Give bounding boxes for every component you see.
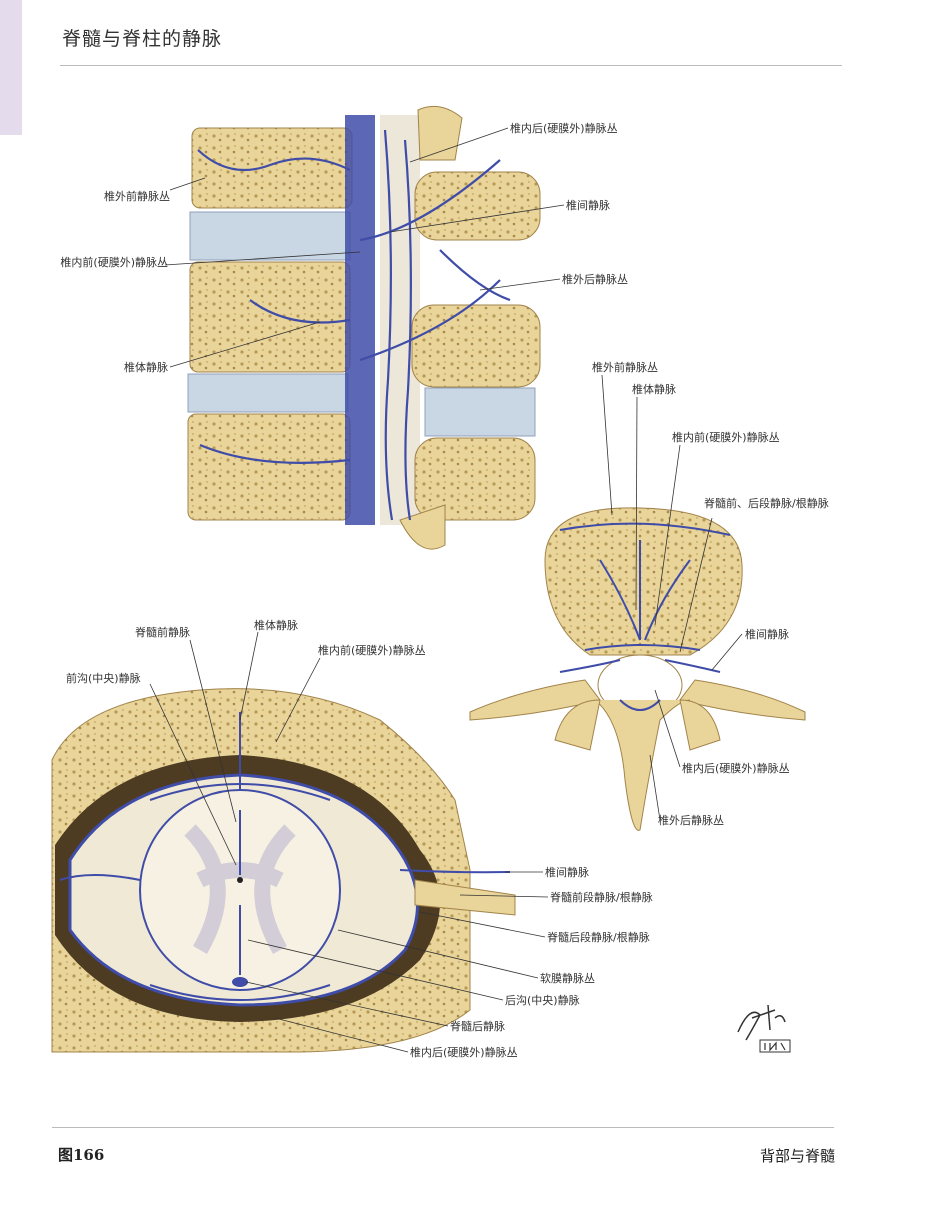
footer-divider bbox=[52, 1127, 834, 1128]
label-cord-posterior-radicular: 脊髓后段静脉/根静脉 bbox=[547, 930, 650, 944]
label-cord-anterior-median: 前沟(中央)静脉 bbox=[66, 671, 141, 685]
lateral-spine-figure bbox=[187, 105, 541, 550]
label-cord-basivertebral: 椎体静脉 bbox=[254, 618, 298, 632]
page-title: 脊髓与脊柱的静脉 bbox=[62, 28, 223, 50]
label-axial-internal-posterior: 椎内后(硬膜外)静脉丛 bbox=[682, 761, 790, 775]
label-cord-intervertebral: 椎间静脉 bbox=[545, 865, 589, 879]
label-cord-posterior-median: 后沟(中央)静脉 bbox=[505, 993, 580, 1007]
label-lateral-internal-anterior: 椎内前(硬膜外)静脉丛 bbox=[60, 255, 168, 269]
label-cord-internal-posterior: 椎内后(硬膜外)静脉丛 bbox=[410, 1045, 518, 1059]
label-axial-external-anterior: 椎外前静脉丛 bbox=[592, 360, 658, 374]
label-axial-internal-anterior: 椎内前(硬膜外)静脉丛 bbox=[672, 430, 780, 444]
section-name: 背部与脊髓 bbox=[759, 1147, 835, 1165]
label-lateral-external-anterior: 椎外前静脉丛 bbox=[104, 189, 170, 203]
label-lateral-internal-posterior: 椎内后(硬膜外)静脉丛 bbox=[510, 121, 618, 135]
label-cord-anterior-spinal: 脊髓前静脉 bbox=[135, 625, 190, 639]
label-lateral-external-posterior: 椎外后静脉丛 bbox=[562, 272, 628, 286]
figure-number: 图166 bbox=[58, 1146, 105, 1164]
chapter-tab bbox=[0, 0, 22, 135]
label-cord-anterior-radicular: 脊髓前段静脉/根静脉 bbox=[550, 890, 653, 904]
label-lateral-basivertebral: 椎体静脉 bbox=[124, 360, 168, 374]
axial-vertebra-figure bbox=[469, 507, 806, 831]
label-cord-pial-plexus: 软膜静脉丛 bbox=[540, 971, 595, 985]
label-cord-internal-anterior: 椎内前(硬膜外)静脉丛 bbox=[318, 643, 426, 657]
leader-lines bbox=[149, 127, 743, 1053]
label-axial-external-posterior: 椎外后静脉丛 bbox=[658, 813, 724, 827]
label-axial-intervertebral: 椎间静脉 bbox=[745, 627, 789, 641]
label-axial-basivertebral: 椎体静脉 bbox=[632, 382, 676, 396]
netter-signature bbox=[737, 1004, 791, 1053]
label-cord-posterior-spinal: 脊髓后静脉 bbox=[450, 1019, 505, 1033]
header-divider bbox=[60, 65, 842, 66]
label-lateral-intervertebral: 椎间静脉 bbox=[566, 198, 610, 212]
label-axial-spinal-radicular: 脊髓前、后段静脉/根静脉 bbox=[704, 496, 829, 510]
spinal-cord-figure bbox=[51, 688, 516, 1053]
